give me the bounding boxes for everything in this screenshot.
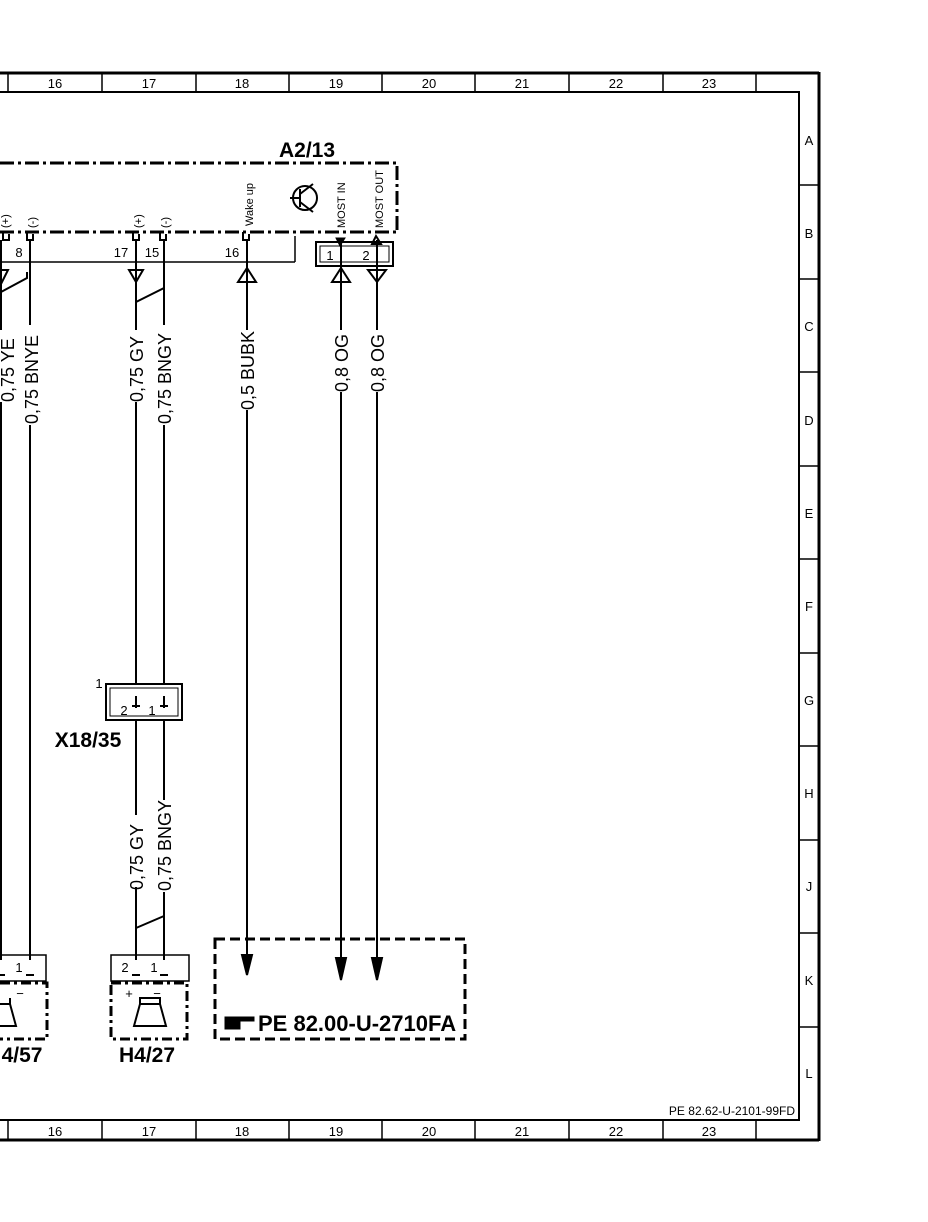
pin-number: 1 [95,676,102,691]
column-number: 20 [422,1124,436,1139]
row-letters: A B C D E F G H J K L [804,133,814,1081]
pin-label-plus: (+) [133,214,145,228]
speaker-icon [132,997,168,1027]
pin-number: 2 [362,248,369,263]
twisted-pair-marks [0,272,165,938]
column-number: 23 [702,1124,716,1139]
reference-text: PE 82.00-U-2710FA [258,1011,456,1036]
h4-27-label: H4/27 [119,1044,175,1067]
wire-label: 0,5 BUBK [238,331,258,410]
pin-label-minus: (-) [27,217,39,228]
pin-label-most-in: MOST IN [336,182,348,228]
pin-number: 8 [15,245,22,260]
column-number: 17 [142,76,156,91]
transistor-icon [290,183,318,213]
column-number: 18 [235,1124,249,1139]
pin-number: 1 [15,960,22,975]
row-letter: B [805,226,814,241]
reference-box: PE 82.00-U-2710FA [213,937,467,1041]
row-letter: C [804,319,813,334]
pin-number: 2 [121,960,128,975]
pin-number: 16 [225,245,239,260]
a2-13-label: A2/13 [279,139,335,162]
column-number: 19 [329,76,343,91]
x18-35-label: X18/35 [55,729,122,752]
column-number: 21 [515,76,529,91]
h4-57-label: 4/57 [2,1044,43,1067]
wire-label: 0,75 BNGY [155,800,175,891]
polarity-plus: + [125,986,133,1001]
pin-number: 1 [148,703,155,718]
column-number: 21 [515,1124,529,1139]
pin-number: 15 [145,245,159,260]
wire-labels: 0,75 YE 0,75 BNYE 0,75 GY 0,75 BNGY 0,5 … [0,325,388,892]
polarity-minus: − [16,986,24,1001]
column-numbers-bottom: 16 17 18 19 20 21 22 23 [48,1124,716,1139]
polarity-minus: − [153,986,161,1001]
row-letter: A [805,133,814,148]
pin-label-minus: (-) [160,217,172,228]
pin-label-plus: (+) [0,214,12,228]
column-number: 16 [48,76,62,91]
signal-arrows [0,266,388,981]
row-letter: E [805,506,814,521]
row-letter: H [804,786,813,801]
pin-number: 1 [326,248,333,263]
column-number: 22 [609,1124,623,1139]
pin-label-most-out: MOST OUT [374,170,386,228]
column-numbers-top: 16 17 18 19 20 21 22 23 [48,76,716,91]
column-number: 17 [142,1124,156,1139]
wire-label: 0,8 OG [368,334,388,392]
wire-label: 0,75 BNYE [22,335,42,424]
a2-13-component: A2/13 (+) (-) (+) (-) Wake up MOST IN MO… [0,139,399,267]
pin-number: 1 [150,960,157,975]
column-number: 20 [422,76,436,91]
column-number: 23 [702,76,716,91]
row-letter: J [806,879,813,894]
wire-label: 0,75 GY [127,824,147,890]
pointing-hand-icon [224,1016,255,1030]
wire-label: 0,8 OG [332,334,352,392]
row-letter: K [805,973,814,988]
h4-57-speaker: 1 − 4/57 [0,954,49,1067]
wire-label: 0,75 BNGY [155,333,175,424]
row-letter: D [804,413,813,428]
column-number: 18 [235,76,249,91]
h4-27-speaker: 2 1 + − H4/27 [109,954,190,1067]
document-id: PE 82.62-U-2101-99FD [669,1104,795,1118]
wires [0,240,378,960]
row-letter: L [805,1066,812,1081]
pin-label-wake-up: Wake up [244,183,256,226]
drawing-frame [0,71,821,1142]
speaker-icon [0,998,18,1027]
row-letter: F [805,599,813,614]
wire-label: 0,75 YE [0,338,18,402]
pin-number: 2 [120,703,127,718]
wire-label: 0,75 GY [127,336,147,402]
x18-35-connector: 1 2 1 X18/35 [55,676,183,752]
pin-number: 17 [114,245,128,260]
row-letter: G [804,693,814,708]
column-number: 22 [609,76,623,91]
column-number: 16 [48,1124,62,1139]
column-number: 19 [329,1124,343,1139]
